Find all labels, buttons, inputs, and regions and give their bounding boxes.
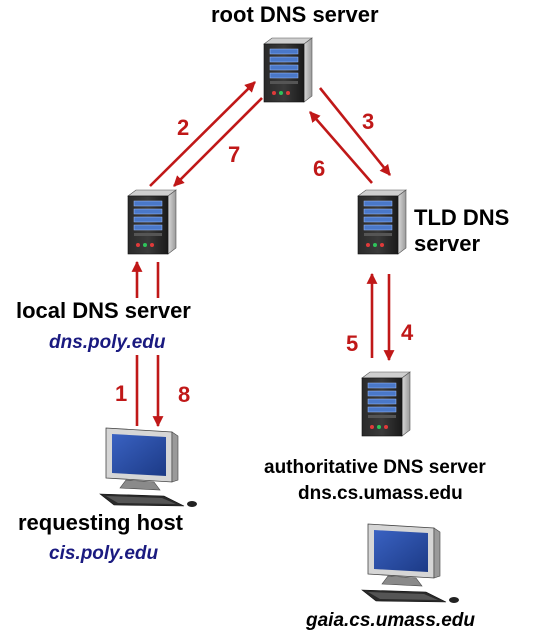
requesting-host-label: requesting host (18, 510, 184, 535)
step-2-label: 2 (177, 115, 190, 140)
root-server-label: root DNS server (211, 2, 379, 27)
authoritative-server-label: authoritative DNS server (264, 457, 486, 478)
step-1-label: 1 (115, 381, 128, 406)
step-6-label: 6 (313, 156, 326, 181)
local-server-label: local DNS server (16, 298, 191, 323)
arrow-step-3 (318, 87, 392, 176)
step-8-label: 8 (178, 382, 191, 407)
requesting-host-hostname: cis.poly.edu (49, 543, 159, 564)
authoritative-server-hostname: dns.cs.umass.edu (298, 483, 463, 504)
tld-server-label-line2: server (414, 231, 481, 256)
local-server-icon (127, 189, 177, 255)
authoritative-server-icon (361, 371, 411, 437)
step-7-label: 7 (228, 142, 241, 167)
arrow-step-7 (173, 97, 263, 187)
tld-server-icon (357, 189, 407, 255)
requesting-host-icon (99, 427, 198, 508)
step-4-label: 4 (401, 320, 414, 345)
local-server-hostname: dns.poly.edu (49, 332, 166, 353)
target-host-icon (361, 523, 460, 604)
step-3-label: 3 (362, 109, 375, 134)
step-5-label: 5 (346, 331, 359, 356)
arrow-step-6 (309, 111, 373, 184)
tld-server-label-line1: TLD DNS (414, 205, 510, 230)
arrow-step-2 (149, 81, 256, 187)
root-server-icon (263, 37, 313, 103)
target-host-hostname: gaia.cs.umass.edu (306, 610, 475, 631)
